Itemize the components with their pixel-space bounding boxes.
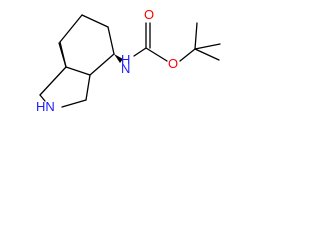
bond-n-carbonyl-c bbox=[133, 47, 147, 57]
bond-cq-me1 bbox=[194, 22, 198, 50]
bond-c2-c3 bbox=[65, 66, 91, 76]
bond-cq-me2 bbox=[194, 48, 220, 61]
bond-c8-c9 bbox=[107, 26, 115, 55]
atom-h-amide: H bbox=[121, 52, 130, 67]
molecule-drawing: HN N H O O bbox=[36, 7, 221, 114]
atom-n-amide: N bbox=[121, 61, 130, 76]
bond-oester-cq bbox=[179, 48, 196, 62]
bond-n-c5 bbox=[39, 94, 46, 102]
wedge-bond bbox=[114, 54, 123, 63]
bond-c2-c6 bbox=[59, 41, 67, 68]
structure-canvas: HN N H O O bbox=[0, 0, 242, 150]
atom-o-carbonyl: O bbox=[144, 7, 154, 22]
bond-c4-n bbox=[61, 99, 87, 108]
bond-c3-c4 bbox=[85, 74, 91, 101]
bond-c7-c8 bbox=[81, 14, 109, 28]
atom-o-ester: O bbox=[168, 56, 178, 71]
bond-c6-c7 bbox=[59, 14, 83, 43]
bond-cq-me3 bbox=[194, 43, 221, 50]
bond-carbonyl-c-oester bbox=[145, 47, 168, 62]
bond-c9-c3 bbox=[89, 53, 115, 76]
bond-c5-c2 bbox=[39, 66, 67, 96]
atom-hn: HN bbox=[36, 99, 55, 114]
